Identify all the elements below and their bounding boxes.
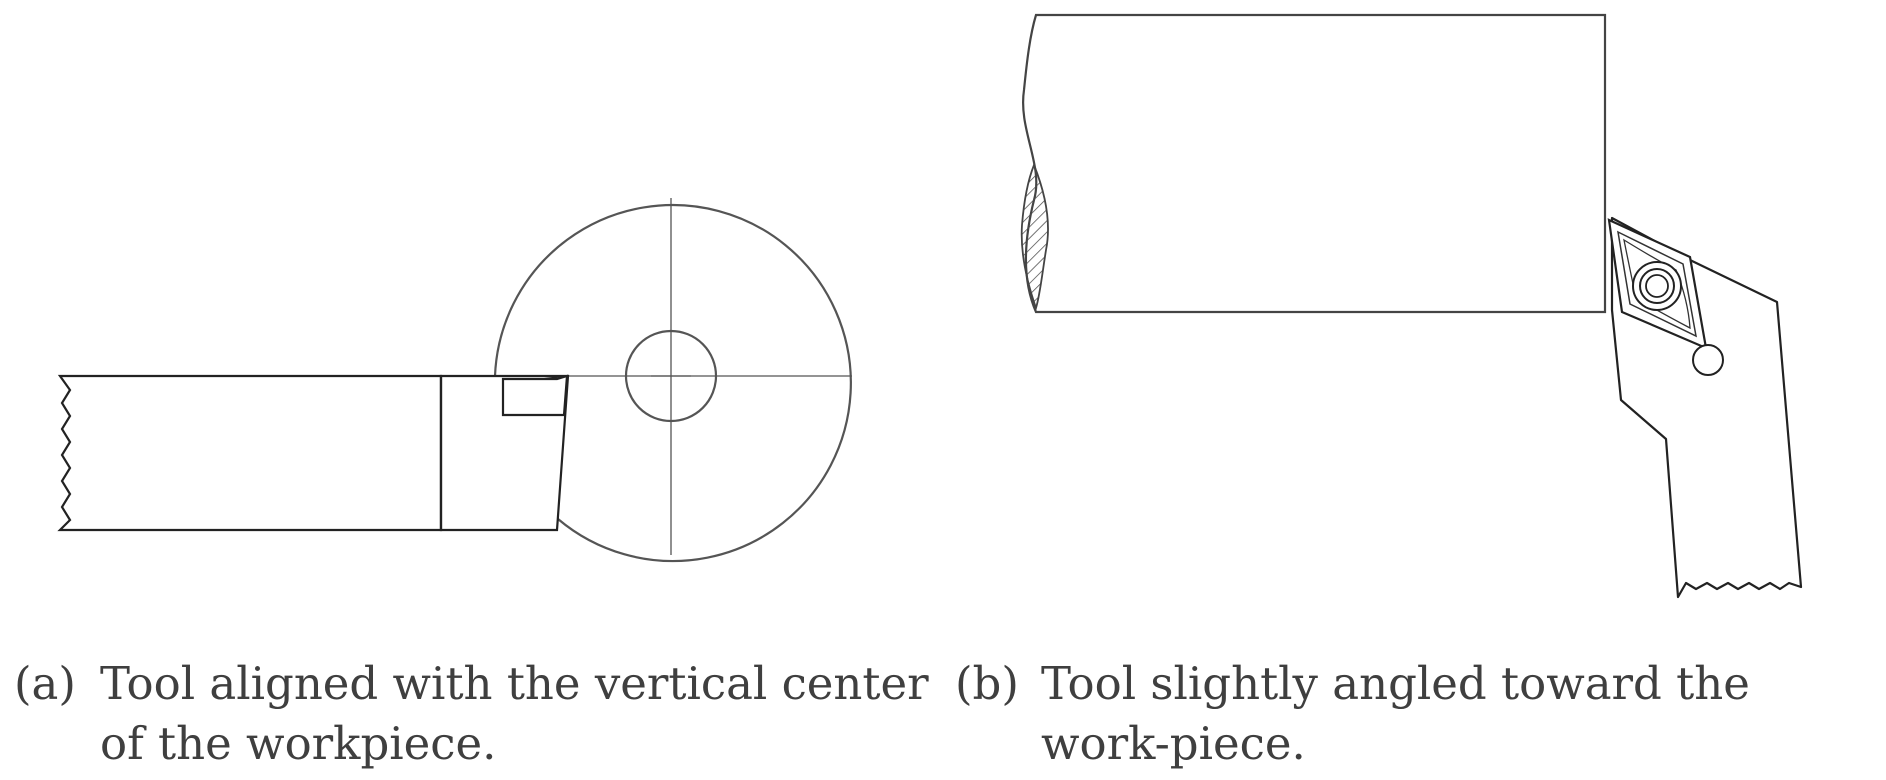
subfigure-b-drawing <box>1020 13 1803 599</box>
workpiece-side-view <box>1020 13 1607 314</box>
clamp-pin <box>1692 344 1724 376</box>
caption-a-tag: (a) <box>14 657 76 710</box>
caption-b-text: Tool slightly angled toward the work-pie… <box>1041 657 1750 770</box>
caption-a-text: Tool aligned with the vertical center of… <box>100 657 929 770</box>
cutting-insert-b <box>1607 218 1724 376</box>
caption-b: (b) Tool slightly angled toward the work… <box>955 654 1875 774</box>
caption-a: (a) Tool aligned with the vertical cente… <box>14 654 934 774</box>
subfigure-a-drawing <box>57 198 852 563</box>
caption-b-tag: (b) <box>955 657 1019 710</box>
workpiece-cross-section <box>493 198 852 563</box>
cutting-insert-a <box>501 374 569 417</box>
tool-shank-a <box>57 374 570 532</box>
